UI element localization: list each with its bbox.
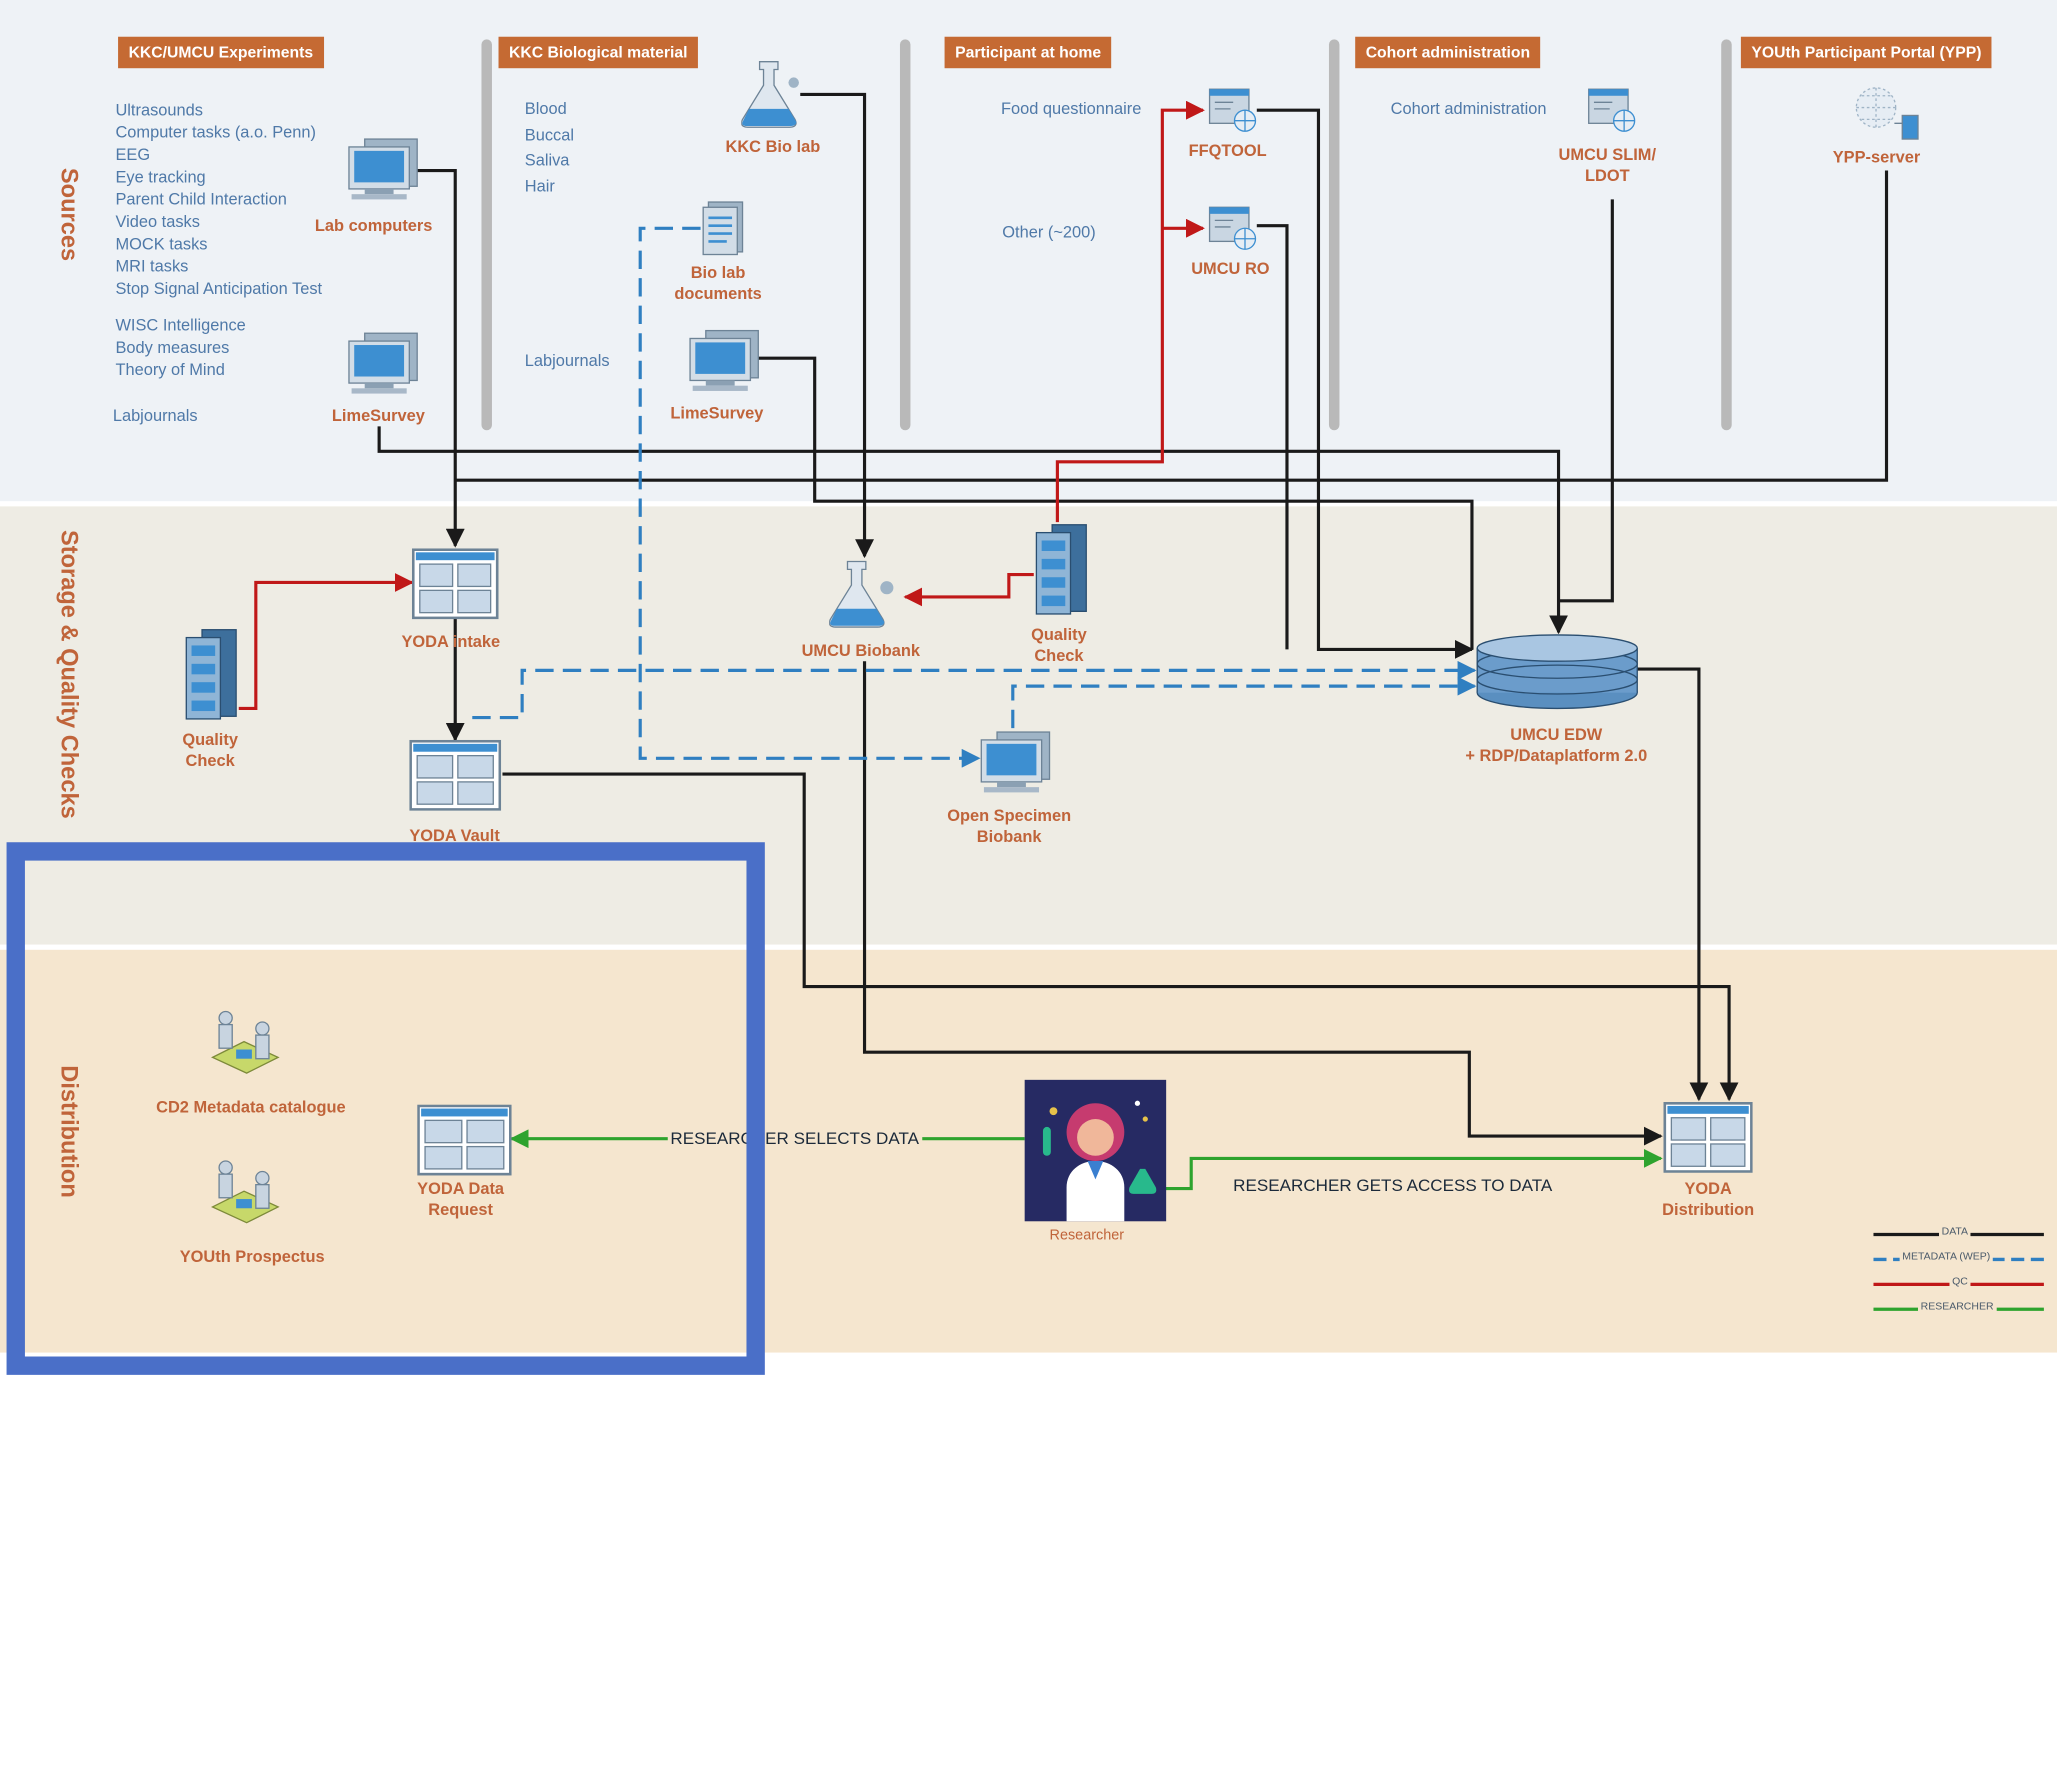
yoda-icon <box>411 548 499 620</box>
yoda-icon <box>1663 1101 1753 1173</box>
storage-band-label: Storage & Quality Checks <box>56 530 83 819</box>
column-divider <box>1328 39 1340 431</box>
researcher-label: Researcher <box>1049 1227 1125 1244</box>
catalogue-icon <box>211 1160 280 1224</box>
header-biological: KKC Biological material <box>498 36 698 69</box>
globe-icon <box>1855 87 1919 140</box>
data-flow-diagram: Sources Storage & Quality Checks Distrib… <box>0 0 2057 1375</box>
quality-check-label: Quality Check <box>182 730 238 771</box>
header-experiments: KKC/UMCU Experiments <box>118 36 324 69</box>
umcu-ro-label: UMCU RO <box>1191 259 1270 279</box>
computer-icon <box>348 332 418 394</box>
umcu-biobank-label: UMCU Biobank <box>801 641 921 660</box>
food-questionnaire-text: Food questionnaire <box>1000 99 1142 119</box>
highlight-box <box>6 842 765 1375</box>
legend-item-qc: QC <box>1873 1275 2044 1292</box>
researcher-icon <box>1024 1079 1167 1222</box>
flask-icon <box>741 61 799 128</box>
header-portal: YOUth Participant Portal (YPP) <box>1740 36 1992 69</box>
server-icon <box>185 629 237 720</box>
sources-band-label: Sources <box>56 167 83 262</box>
database-icon <box>1476 634 1638 710</box>
web-form-icon <box>1208 88 1257 132</box>
cd2-catalogue-label: CD2 Metadata catalogue <box>156 1098 346 1117</box>
distribution-band-label: Distribution <box>56 1065 83 1198</box>
document-icon <box>702 201 744 256</box>
kkc-bio-lab-label: KKC Bio lab <box>725 137 821 157</box>
bio-lab-documents-label: Bio lab documents <box>674 263 762 304</box>
header-cohort: Cohort administration <box>1355 36 1541 69</box>
web-form-icon <box>1208 206 1257 250</box>
researcher-selects-data-label: RESEARCHER SELECTS DATA <box>667 1128 922 1148</box>
labjournals-text: Labjournals <box>524 351 610 370</box>
umcu-slim-label: UMCU SLIM/ LDOT <box>1558 145 1657 185</box>
researcher-gets-access-label: RESEARCHER GETS ACCESS TO DATA <box>1230 1175 1555 1196</box>
open-specimen-label: Open Specimen Biobank <box>947 806 1072 847</box>
flask-icon <box>829 560 894 628</box>
youth-prospectus-label: YOUth Prospectus <box>179 1247 325 1266</box>
column-divider <box>1721 39 1732 431</box>
cohort-admin-text: Cohort administration <box>1390 99 1547 119</box>
ffqtool-label: FFQTOOL <box>1188 141 1267 161</box>
storage-band <box>0 506 2057 945</box>
quality-check-label: Quality Check <box>1031 625 1087 666</box>
web-form-icon <box>1588 88 1636 132</box>
column-divider <box>899 39 911 431</box>
yoda-icon <box>409 739 502 811</box>
yoda-icon <box>417 1104 512 1176</box>
lab-computers-label: Lab computers <box>314 216 433 235</box>
yoda-intake-label: YODA intake <box>401 632 501 651</box>
flow-connectors <box>238 92 1889 1191</box>
computer-icon <box>689 329 759 391</box>
sources-band <box>0 0 2057 502</box>
computer-icon <box>980 731 1051 793</box>
labjournals-text: Labjournals <box>112 406 198 426</box>
yoda-distribution-label: YODA Distribution <box>1662 1179 1755 1219</box>
server-icon <box>1035 524 1087 615</box>
limesurvey-label: LimeSurvey <box>670 404 764 423</box>
legend-item-researcher: RESEARCHER <box>1873 1300 2044 1317</box>
yoda-vault-label: YODA Vault <box>409 826 500 845</box>
computer-icon <box>348 138 418 200</box>
legend-item-metadata: METADATA (WEP) <box>1873 1250 2044 1268</box>
header-home: Participant at home <box>944 36 1112 69</box>
other-questionnaires-text: Other (~200) <box>1002 223 1096 242</box>
catalogue-icon <box>211 1010 280 1074</box>
column-divider <box>481 39 492 431</box>
legend-item-data: DATA <box>1873 1225 2044 1243</box>
umcu-edw-label: UMCU EDW + RDP/Dataplatform 2.0 <box>1465 725 1648 765</box>
ypp-server-label: YPP-server <box>1832 148 1921 167</box>
yoda-data-request-label: YODA Data Request <box>417 1179 505 1219</box>
limesurvey-label: LimeSurvey <box>331 406 425 426</box>
